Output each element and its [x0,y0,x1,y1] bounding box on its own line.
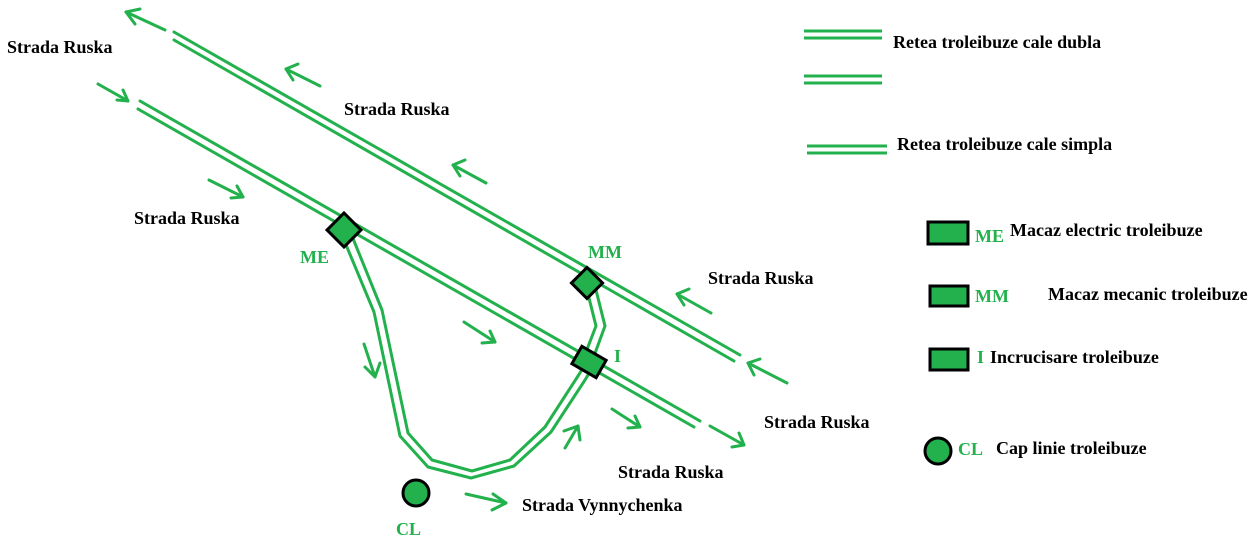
legend-me-code: ME [975,226,1004,246]
arrow-up-left-2 [284,62,322,88]
street-label: Strada Ruska [344,99,450,119]
arrow-down-right-5 [708,424,746,449]
legend-i-code: I [977,347,984,367]
node-label-i: I [614,346,621,366]
arrow-up-left-4 [675,287,713,315]
arrow-loop-down [362,342,382,379]
legend-single-label: Retea troleibuze cale simpla [897,134,1112,154]
street-label: Strada Ruska [134,208,240,228]
track-link-mm-i [584,288,607,358]
legend-blank-swatch [804,74,882,85]
arrow-vynnychenka [464,492,508,512]
legend-i-swatch [928,347,970,372]
street-label: Strada Vynnychenka [522,495,683,515]
tracks [136,30,742,480]
legend-me-swatch [926,220,970,246]
legend-double-label: Retea troleibuze cale dubla [893,32,1101,52]
legend-mm-label: Macaz mecanic troleibuze [1048,284,1248,304]
arrow-down-right-4 [610,407,642,430]
street-label: Strada Ruska [618,462,724,482]
node-me [324,210,364,250]
legend: Retea troleibuze cale dubla Retea trolei… [804,29,1248,466]
legend-mm-swatch [928,284,970,308]
legend-single-swatch [807,144,887,155]
street-label: Strada Ruska [764,412,870,432]
arrow-down-right-1 [96,82,130,103]
node-cl [401,478,431,508]
node-mm [569,265,605,301]
node-label-cl: CL [396,519,421,539]
arrow-up-left-3 [451,158,488,185]
node-label-mm: MM [588,242,622,262]
legend-i-label: Incrucisare troleibuze [990,347,1159,367]
legend-me-label: Macaz electric troleibuze [1010,220,1203,240]
legend-double-swatch [804,29,882,40]
track-upper-ruska [172,30,742,363]
arrow-down-right-3 [462,320,497,345]
legend-cl-code: CL [958,439,983,459]
node-i [569,344,609,380]
legend-cl-swatch [923,436,953,466]
legend-mm-code: MM [975,286,1009,306]
node-label-me: ME [300,247,329,267]
street-label: Strada Ruska [708,268,814,288]
arrow-up-left-1 [124,7,167,32]
track-loop [342,234,599,480]
legend-cl-label: Cap linie troleibuze [996,438,1147,458]
street-label: Strada Ruska [7,37,113,57]
track-lower-ruska [136,99,702,429]
arrow-down-right-2 [207,178,245,200]
arrow-loop-up [562,424,582,450]
arrow-up-left-5 [746,357,789,385]
